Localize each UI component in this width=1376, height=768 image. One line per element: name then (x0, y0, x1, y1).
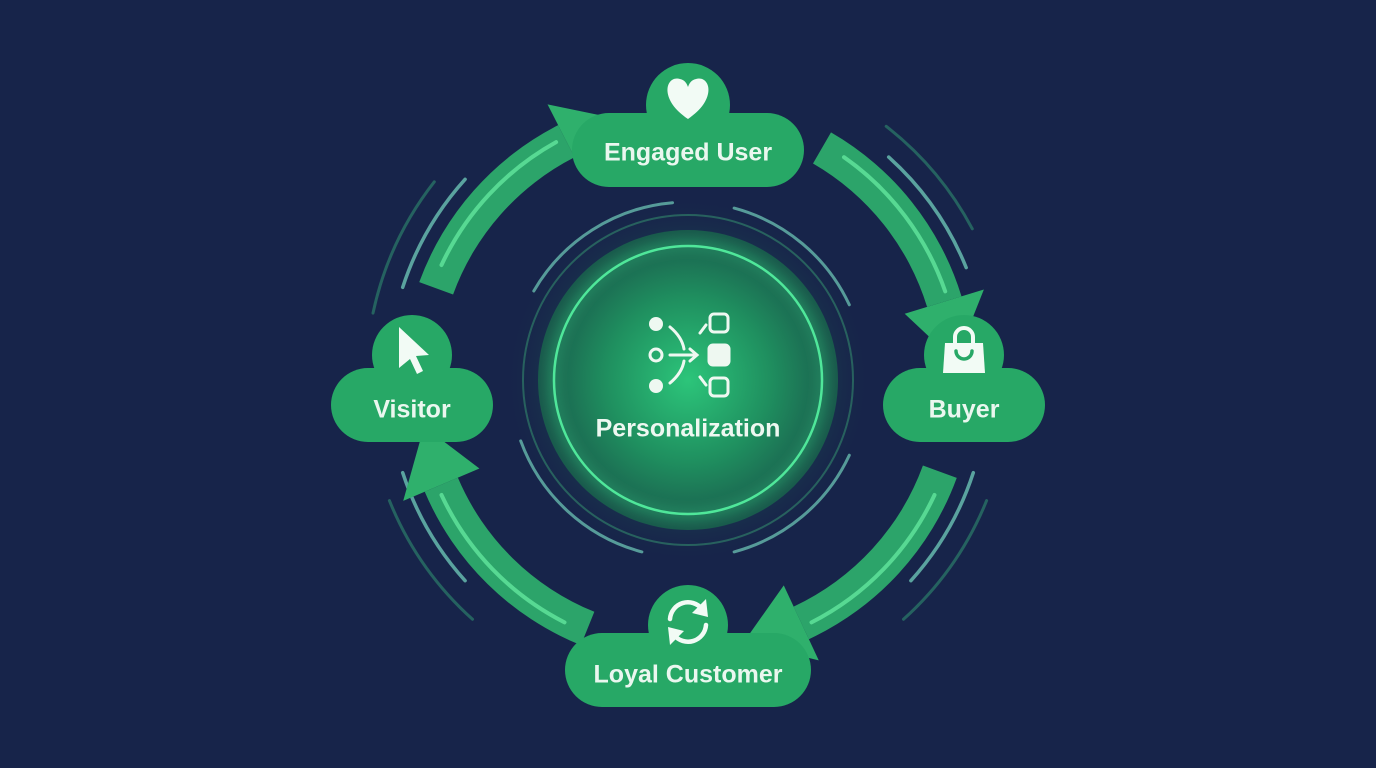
center-outer-ring (522, 214, 854, 546)
node-label-visitor: Visitor (373, 395, 451, 424)
motion-line (387, 499, 474, 621)
arrow-head (403, 426, 480, 501)
node-loyal-customer (565, 585, 811, 707)
center-label: Personalization (595, 414, 781, 443)
personalization-routing-icon (648, 312, 731, 398)
cycle-nodes (331, 63, 1045, 707)
arrow-band (424, 477, 595, 646)
node-engaged-user (572, 63, 804, 187)
motion-line (909, 470, 976, 583)
motion-line (371, 180, 436, 315)
arrow-highlight (439, 140, 559, 267)
shopping-bag-icon (943, 326, 985, 373)
node-label-loyal-customer: Loyal Customer (593, 660, 783, 689)
inner-arc (732, 206, 851, 307)
node-label-engaged-user: Engaged User (603, 138, 773, 167)
node-pill (331, 368, 493, 442)
node-pill (572, 113, 804, 187)
cursor-icon (399, 327, 429, 374)
node-visitor (331, 315, 493, 442)
node-pill (565, 633, 811, 707)
inner-arc (732, 453, 851, 554)
arrow-highlight (842, 155, 948, 294)
center-ring (552, 244, 824, 516)
motion-line (886, 155, 968, 270)
arrow-highlight (439, 493, 567, 625)
motion-line (400, 177, 467, 290)
motion-line (884, 124, 974, 231)
refresh-icon (667, 599, 709, 645)
inner-arc (519, 439, 644, 554)
inner-arc (532, 201, 674, 293)
arrow-band (813, 132, 962, 307)
inner-motion-arcs (519, 201, 851, 554)
node-buyer (883, 315, 1045, 442)
arrow-band (793, 465, 957, 640)
heart-icon (667, 78, 709, 119)
motion-lines (371, 124, 989, 621)
node-label-buyer: Buyer (928, 395, 1000, 424)
motion-line (902, 499, 989, 621)
center-core (538, 230, 838, 530)
arrow-loyal-customer-to-visitor (403, 426, 595, 646)
node-pill (883, 368, 1045, 442)
arrow-highlight (809, 493, 937, 625)
motion-line (400, 470, 467, 583)
arrow-band (419, 125, 575, 295)
